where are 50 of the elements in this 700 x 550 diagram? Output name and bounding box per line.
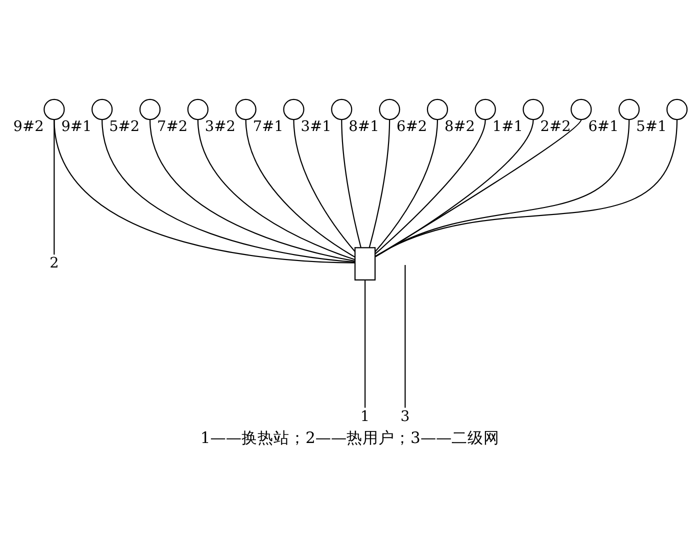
node-circle — [618, 98, 640, 120]
node-circle — [331, 98, 352, 120]
node-label: 3#1 — [300, 118, 332, 135]
node-circle — [283, 98, 304, 120]
caption: 1——换热站；2——热用户；3——二级网 — [200, 428, 500, 446]
node-label: 9#1 — [61, 118, 92, 135]
node-circle — [426, 98, 448, 120]
node-circle — [522, 98, 544, 120]
node-label: 7#2 — [157, 118, 188, 135]
connector — [374, 118, 438, 252]
connector — [149, 118, 356, 262]
node-circle — [570, 98, 592, 120]
node-label: 5#2 — [109, 118, 140, 135]
node-circle — [139, 98, 161, 120]
node-circle — [378, 98, 400, 120]
node-label: 6#1 — [588, 118, 619, 135]
connector — [54, 119, 55, 254]
connector — [375, 118, 534, 257]
node-circle — [92, 98, 113, 120]
connector — [374, 118, 486, 254]
node-text: 1 — [360, 408, 370, 424]
node-text: 2 — [50, 255, 59, 272]
connector — [375, 118, 678, 256]
connector — [364, 280, 366, 408]
node-circle — [44, 98, 65, 120]
connector — [293, 118, 356, 252]
node-circle — [235, 98, 256, 120]
connector — [245, 118, 356, 258]
node-label: 9#2 — [13, 118, 44, 135]
connector — [368, 119, 390, 247]
node-circle — [474, 98, 496, 120]
node-label: 2#2 — [540, 118, 571, 135]
node-label: 8#1 — [348, 118, 380, 135]
node-label: 7#1 — [252, 118, 284, 135]
connector — [374, 118, 582, 257]
node-label: 1#1 — [492, 118, 523, 135]
node-circle — [187, 98, 208, 120]
connector — [404, 264, 406, 408]
node-label: 5#1 — [636, 118, 667, 135]
connector — [102, 118, 355, 262]
node-circle — [666, 98, 688, 120]
node-box — [354, 246, 376, 280]
node-label: 8#2 — [444, 118, 476, 135]
connector — [341, 119, 362, 247]
node-label: 3#2 — [204, 118, 236, 135]
connector — [197, 118, 355, 260]
node-text: 3 — [400, 408, 410, 424]
node-label: 6#2 — [396, 118, 428, 135]
connector — [375, 118, 630, 256]
connector — [54, 118, 355, 263]
